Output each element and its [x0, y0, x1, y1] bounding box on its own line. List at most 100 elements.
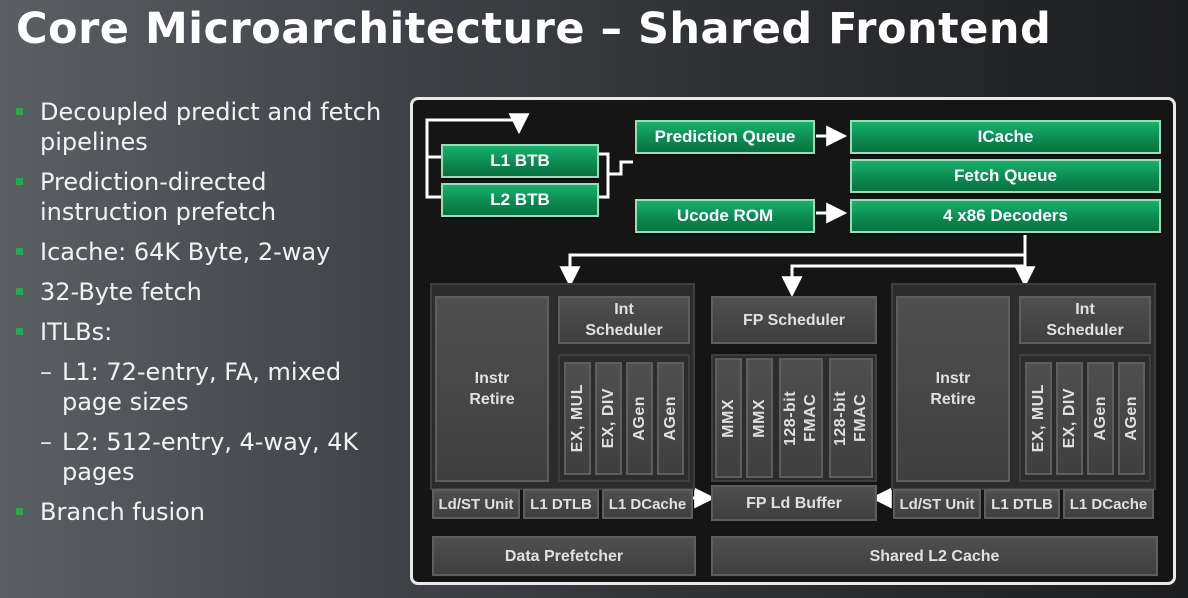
bullet-square-icon [16, 248, 23, 255]
connector-lines [425, 113, 1036, 509]
bullet-item: 32-Byte fetch [14, 277, 394, 307]
icache-label: ICache [977, 127, 1034, 146]
bullet-text: ITLBs: [40, 318, 113, 346]
microarchitecture-diagram: L1 BTB L2 BTB Prediction Queue Ucode ROM… [413, 100, 1179, 588]
bullet-item: Branch fusion [14, 497, 394, 527]
right-agen-label-2: AGen [1122, 396, 1140, 441]
bullet-item: Decoupled predict and fetch pipelines [14, 97, 394, 157]
diagram-panel: L1 BTB L2 BTB Prediction Queue Ucode ROM… [410, 97, 1176, 585]
left-l1-dcache-block: L1 DCache [602, 489, 693, 519]
decoders-block: 4 x86 Decoders [850, 199, 1161, 233]
right-ex-mul-label: EX, MUL [1029, 384, 1047, 453]
decoders-to-int-left-arrow [559, 230, 1027, 288]
left-int-scheduler-block: Int Scheduler [558, 296, 690, 344]
left-instr-retire-block: Instr Retire [435, 296, 549, 482]
fp-scheduler-block: FP Scheduler [711, 296, 877, 344]
right-int-scheduler-label: Int Scheduler [1046, 301, 1124, 339]
left-ldst-unit-block: Ld/ST Unit [432, 489, 520, 519]
right-ex-mul-unit: EX, MUL [1025, 362, 1052, 475]
left-agen-unit-1: AGen [626, 362, 653, 475]
fp-mmx-unit-2: MMX [746, 358, 773, 478]
bullet-square-icon [16, 288, 23, 295]
fetch-queue-block: Fetch Queue [850, 159, 1161, 193]
right-l1-dcache-label: L1 DCache [1069, 495, 1148, 513]
bullet-text: Icache: 64K Byte, 2-way [40, 238, 331, 266]
bullet-text: Decoupled predict and fetch pipelines [40, 98, 382, 156]
bullet-square-icon [16, 178, 23, 185]
btb-merge-line [608, 160, 633, 176]
l2-btb-block: L2 BTB [441, 183, 599, 217]
fp-mmx-unit-1: MMX [715, 358, 742, 478]
dash-icon: – [40, 428, 52, 456]
l1-btb-label: L1 BTB [490, 151, 550, 170]
fp-mmx-label-2: MMX [750, 398, 768, 438]
left-int-scheduler-label: Int Scheduler [585, 301, 663, 339]
left-agen-label-2: AGen [661, 396, 679, 441]
slide-title: Core Microarchitecture – Shared Frontend [16, 4, 1052, 54]
left-ex-mul-unit: EX, MUL [564, 362, 591, 475]
left-agen-label-1: AGen [630, 396, 648, 441]
ucode-rom-block: Ucode ROM [635, 199, 815, 233]
shared-l2-cache-block: Shared L2 Cache [711, 536, 1158, 576]
bullet-text: L2: 512-entry, 4-way, 4K pages [62, 428, 359, 486]
right-agen-unit-2: AGen [1118, 362, 1145, 475]
right-ldst-unit-label: Ld/ST Unit [899, 495, 975, 513]
fp-scheduler-label: FP Scheduler [743, 311, 845, 329]
l2-btb-label: L2 BTB [490, 190, 550, 209]
left-l1-dtlb-block: L1 DTLB [523, 489, 599, 519]
bullet-text: Prediction-directed instruction prefetch [40, 168, 277, 226]
fp-fmac-label-2: 128-bit FMAC [832, 390, 869, 446]
right-ex-div-unit: EX, DIV [1056, 362, 1083, 475]
bullet-text: L1: 72-entry, FA, mixed page sizes [62, 358, 342, 416]
fp-mmx-label-1: MMX [719, 398, 737, 438]
fetch-queue-label: Fetch Queue [954, 166, 1057, 185]
prediction-queue-block: Prediction Queue [635, 120, 815, 154]
left-ldst-unit-label: Ld/ST Unit [438, 495, 514, 513]
fp-fmac-unit-2: 128-bit FMAC [829, 358, 873, 478]
fp-fmac-unit-1: 128-bit FMAC [779, 358, 823, 478]
decoders-to-fp-arrow [781, 255, 1027, 298]
ucode-rom-label: Ucode ROM [676, 206, 774, 225]
sub-bullet-item: –L1: 72-entry, FA, mixed page sizes [14, 357, 394, 417]
bullet-square-icon [16, 328, 23, 335]
data-prefetcher-block: Data Prefetcher [432, 536, 696, 576]
right-ldst-unit-block: Ld/ST Unit [893, 489, 981, 519]
prediction-queue-label: Prediction Queue [654, 127, 796, 146]
bullet-item: Prediction-directed instruction prefetch [14, 167, 394, 227]
left-instr-retire-label: Instr Retire [469, 370, 515, 408]
fp-ld-buffer-label: FP Ld Buffer [746, 494, 842, 512]
left-l1-dtlb-label: L1 DTLB [530, 495, 592, 513]
fp-fmac-label-1: 128-bit FMAC [782, 390, 819, 446]
left-ex-div-label: EX, DIV [599, 388, 617, 449]
right-instr-retire-label: Instr Retire [930, 370, 976, 408]
fp-ld-buffer-block: FP Ld Buffer [711, 485, 877, 521]
bullet-square-icon [16, 108, 23, 115]
bullet-item: ITLBs: [14, 317, 394, 347]
right-agen-unit-1: AGen [1087, 362, 1114, 475]
sub-bullet-item: –L2: 512-entry, 4-way, 4K pages [14, 427, 394, 487]
shared-l2-cache-label: Shared L2 Cache [869, 547, 1000, 565]
right-int-scheduler-block: Int Scheduler [1019, 296, 1151, 344]
l1-btb-block: L1 BTB [441, 144, 599, 178]
right-ex-div-label: EX, DIV [1060, 388, 1078, 449]
bullet-text: 32-Byte fetch [40, 278, 202, 306]
left-l1-dcache-label: L1 DCache [608, 495, 687, 513]
left-ex-div-unit: EX, DIV [595, 362, 622, 475]
bullet-square-icon [16, 508, 23, 515]
data-prefetcher-label: Data Prefetcher [504, 547, 624, 565]
bullet-text: Branch fusion [40, 498, 206, 526]
btb-loop-line [425, 113, 530, 159]
decoders-label: 4 x86 Decoders [943, 206, 1068, 225]
icache-block: ICache [850, 120, 1161, 154]
right-l1-dtlb-block: L1 DTLB [984, 489, 1060, 519]
right-instr-retire-block: Instr Retire [896, 296, 1010, 482]
right-l1-dcache-block: L1 DCache [1063, 489, 1154, 519]
left-ex-mul-label: EX, MUL [568, 384, 586, 453]
btb-to-queue-line [598, 152, 610, 199]
left-agen-unit-2: AGen [657, 362, 684, 475]
right-l1-dtlb-label: L1 DTLB [991, 495, 1053, 513]
right-agen-label-1: AGen [1091, 396, 1109, 441]
bullet-item: Icache: 64K Byte, 2-way [14, 237, 394, 267]
btb-loop-line-lower [425, 157, 444, 199]
